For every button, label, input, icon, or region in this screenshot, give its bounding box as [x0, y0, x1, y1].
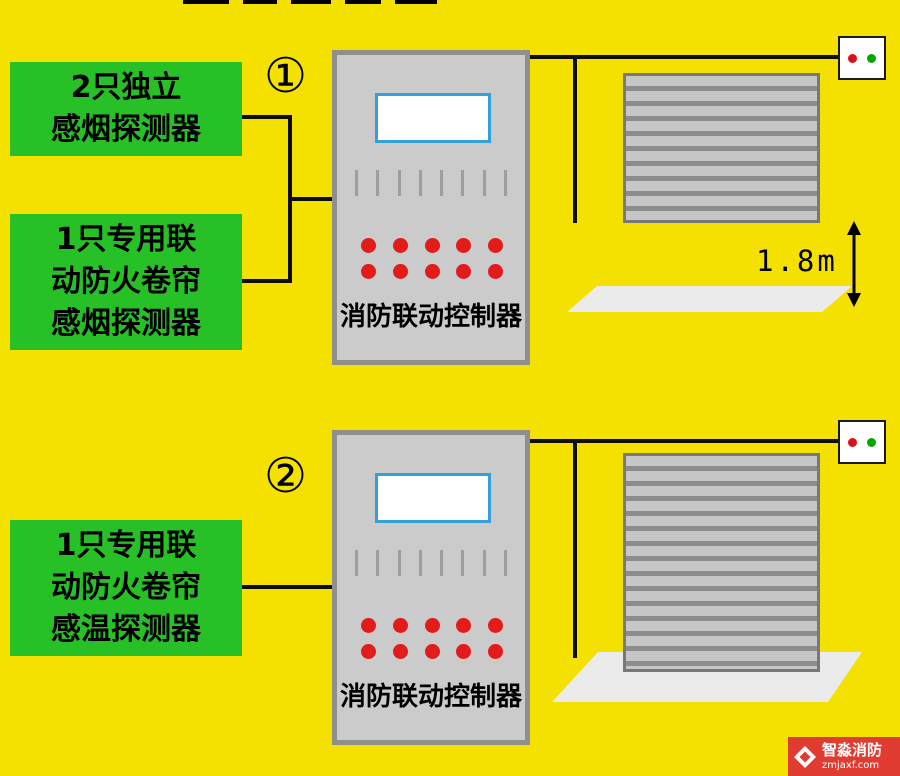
slot-mark: [376, 550, 380, 576]
detector-label-line: 动防火卷帘: [51, 264, 201, 299]
detector-label-line: 1只专用联: [55, 528, 197, 563]
red-led: [456, 264, 472, 279]
wire-branch-to-shutter: [573, 55, 577, 223]
brand-text-block: 智淼消防 zmjaxf.com: [822, 741, 883, 771]
red-led: [392, 238, 408, 253]
floor-surface: [567, 286, 852, 312]
red-led: [488, 264, 503, 279]
brand-domain: zmjaxf.com: [822, 759, 880, 771]
diagram1-independent-smoke-detector-box: 2只独立 感烟探测器: [10, 62, 242, 156]
controller-slot-row: [355, 550, 507, 576]
wire-detector1-to-bus: [242, 115, 292, 119]
red-led: [488, 238, 503, 253]
gap-distance-label: 1.8m: [756, 244, 838, 278]
red-led: [424, 238, 440, 253]
red-led: [488, 618, 503, 633]
controller-display-screen: [375, 473, 491, 523]
cropped-title-fragment: [345, 0, 381, 4]
slot-mark: [397, 550, 401, 576]
red-led: [424, 264, 440, 279]
diagram2-number: ②: [264, 448, 308, 504]
controller-led-row-2: [361, 264, 503, 279]
slot-mark: [440, 550, 444, 576]
red-led: [424, 644, 440, 659]
slot-mark: [355, 170, 358, 196]
fire-shutter-fully-lowered: [623, 453, 820, 672]
controller-label: 消防联动控制器: [339, 302, 522, 332]
wire-bus-to-controller: [288, 197, 334, 201]
detector-label-line: 感温探测器: [51, 612, 201, 647]
controller-led-row-2: [361, 644, 503, 659]
wire-branch-to-shutter: [573, 439, 577, 658]
red-indicator-dot: [848, 437, 857, 447]
detector-label-line: 1只专用联: [55, 222, 197, 257]
brand-icon: [794, 745, 816, 768]
slot-mark: [418, 550, 422, 576]
red-led: [361, 618, 376, 633]
red-led: [456, 644, 472, 659]
red-led: [361, 238, 376, 253]
slot-mark: [376, 170, 380, 196]
wire-detector-to-controller: [242, 585, 332, 589]
slot-mark: [355, 550, 358, 576]
slot-mark: [461, 550, 465, 576]
slot-mark: [440, 170, 444, 196]
slot-mark: [482, 550, 486, 576]
shutter-control-indicator-box: [838, 420, 886, 464]
fire-linkage-controller-1: 消防联动控制器: [332, 50, 530, 365]
diagram1-number: ①: [264, 48, 308, 104]
slot-mark: [461, 170, 465, 196]
detector-label-line: 感烟探测器: [51, 112, 201, 147]
cropped-title-fragment: [395, 0, 437, 4]
cropped-title-fragment: [243, 0, 277, 4]
brand-name: 智淼消防: [822, 741, 883, 760]
wire-detector2-to-bus: [242, 279, 292, 283]
red-led: [392, 618, 408, 633]
slot-mark: [418, 170, 422, 196]
slot-mark: [503, 550, 507, 576]
controller-led-row-1: [361, 618, 503, 633]
controller-label: 消防联动控制器: [339, 682, 522, 712]
site-watermark: 智淼消防 zmjaxf.com: [788, 737, 900, 776]
wire-controller-to-indicator: [528, 55, 840, 59]
controller-slot-row: [355, 170, 507, 196]
cropped-title-fragment: [183, 0, 229, 4]
red-led: [456, 618, 472, 633]
diagram2-dedicated-heat-detector-box: 1只专用联 动防火卷帘 感温探测器: [10, 520, 242, 656]
slot-mark: [397, 170, 401, 196]
red-led: [361, 264, 376, 279]
cropped-title-fragment: [291, 0, 331, 4]
controller-led-row-1: [361, 238, 503, 253]
controller-display-screen: [375, 93, 491, 143]
red-led: [488, 644, 503, 659]
red-led: [392, 644, 408, 659]
red-led: [456, 238, 472, 253]
red-indicator-dot: [848, 53, 857, 63]
slot-mark: [482, 170, 486, 196]
green-indicator-dot: [867, 437, 876, 447]
detector-label-line: 动防火卷帘: [51, 570, 201, 605]
detector-label-line: 感烟探测器: [51, 306, 201, 341]
fire-shutter-partially-lowered: [623, 73, 820, 223]
diagram1-dedicated-smoke-detector-box: 1只专用联 动防火卷帘 感烟探测器: [10, 214, 242, 350]
slot-mark: [503, 170, 507, 196]
green-indicator-dot: [867, 53, 876, 63]
red-led: [361, 644, 376, 659]
fire-linkage-controller-2: 消防联动控制器: [332, 430, 530, 745]
wire-controller-to-indicator: [528, 439, 840, 443]
red-led: [392, 264, 408, 279]
shutter-control-indicator-box: [838, 36, 886, 80]
red-led: [424, 618, 440, 633]
detector-label-line: 2只独立: [70, 70, 182, 105]
double-arrow-dimension: [847, 221, 861, 307]
